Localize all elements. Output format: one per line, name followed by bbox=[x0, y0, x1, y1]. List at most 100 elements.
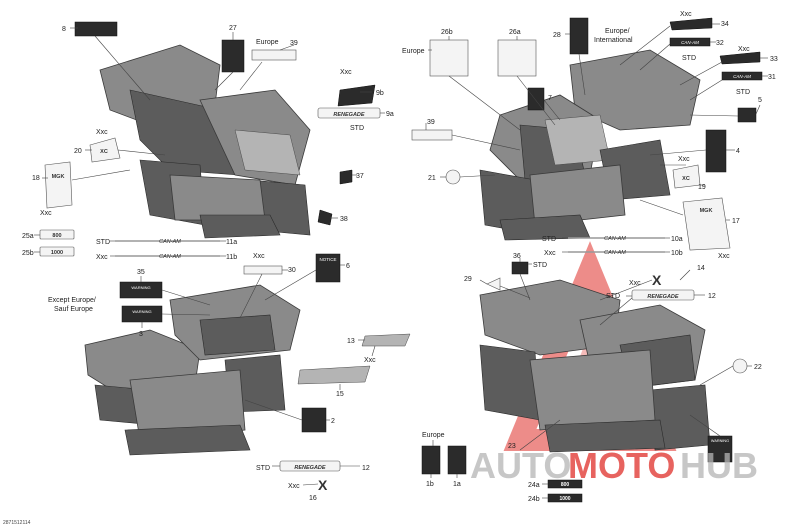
callout-label: STD bbox=[533, 262, 547, 269]
callout-label: 17 bbox=[732, 218, 740, 225]
callout-label: Except Europe/ bbox=[48, 297, 96, 304]
callout-label: 7 bbox=[548, 95, 552, 102]
callout-label: 24b bbox=[528, 496, 540, 503]
callout-label: STD bbox=[736, 89, 750, 96]
callout-label: 10b bbox=[671, 250, 683, 257]
callout-label: 37 bbox=[356, 173, 364, 180]
decal-38 bbox=[317, 209, 333, 226]
decal-11a-text: CAN-AM bbox=[159, 239, 181, 245]
callout-label: Xxc bbox=[364, 357, 376, 364]
decal-10a: CAN-AM bbox=[568, 236, 665, 242]
callout-label: 39 bbox=[290, 40, 298, 47]
callout-label: Xxc bbox=[629, 280, 641, 287]
decal-3-text: WARNING bbox=[132, 309, 151, 314]
atv-top-left bbox=[99, 44, 311, 239]
callout-label: 21 bbox=[428, 175, 436, 182]
decal-31-text: CAN-AM bbox=[733, 74, 751, 79]
decal-28 bbox=[569, 17, 589, 55]
callout-label: Xxc bbox=[288, 483, 300, 490]
callout-label: 34 bbox=[721, 21, 729, 28]
decal-25a-text: 800 bbox=[52, 233, 61, 239]
decal-21 bbox=[445, 169, 461, 185]
callout-label: STD bbox=[256, 465, 270, 472]
decal-25b: 1000 bbox=[39, 246, 75, 257]
callout-label: 31 bbox=[768, 74, 776, 81]
decal-24b-text: 1000 bbox=[559, 496, 570, 502]
callout-label: 13 bbox=[347, 338, 355, 345]
decal-25a: 800 bbox=[39, 229, 75, 240]
decal-19: XC bbox=[672, 164, 701, 189]
decal-8 bbox=[74, 21, 118, 37]
callout-label: 12 bbox=[362, 465, 370, 472]
decal-37 bbox=[339, 169, 353, 185]
callout-label: 1a bbox=[453, 481, 461, 488]
callout-label: 6 bbox=[346, 263, 350, 270]
callout-label: 26b bbox=[441, 29, 453, 36]
decal-9a: RENEGADE bbox=[317, 107, 381, 119]
decal-39-top bbox=[251, 49, 297, 61]
callout-label: 14 bbox=[697, 265, 705, 272]
callout-label: 29 bbox=[464, 276, 472, 283]
callout-label: 18 bbox=[32, 175, 40, 182]
callout-label: 19 bbox=[698, 184, 706, 191]
callout-label: 33 bbox=[770, 56, 778, 63]
decal-5 bbox=[737, 107, 757, 123]
callout-label: 25a bbox=[22, 233, 34, 240]
decal-19-text: XC bbox=[682, 176, 690, 182]
leader-lines bbox=[34, 23, 768, 499]
callout-label: Europe/ bbox=[605, 28, 630, 35]
decal-2 bbox=[301, 407, 327, 433]
callout-label: 39 bbox=[427, 119, 435, 126]
decal-39-right bbox=[411, 129, 453, 141]
decal-6-text: NOTICE bbox=[319, 257, 336, 262]
callout-label: 1b bbox=[426, 481, 434, 488]
footer-code: 2871512114 bbox=[3, 520, 31, 526]
callout-label: Xxc bbox=[718, 253, 730, 260]
atv-bottom-left bbox=[84, 284, 301, 456]
callout-label: Xxc bbox=[738, 46, 750, 53]
decal-34 bbox=[669, 17, 713, 31]
atv-top-right bbox=[479, 49, 701, 241]
decal-10a-text: CAN-AM bbox=[604, 236, 626, 242]
callout-label: STD bbox=[96, 239, 110, 246]
callout-label: 11b bbox=[226, 254, 237, 261]
decal-17-text: MGK bbox=[700, 208, 713, 214]
decal-12-left: RENEGADE bbox=[279, 460, 341, 472]
decal-12-left-text: RENEGADE bbox=[294, 465, 326, 471]
callout-label: 26a bbox=[509, 29, 521, 36]
decal-17: MGK bbox=[682, 197, 731, 251]
callout-label: 9a bbox=[386, 111, 394, 118]
callout-label: Xxc bbox=[678, 156, 690, 163]
callout-label: 9b bbox=[376, 90, 384, 97]
callout-label: 38 bbox=[340, 216, 348, 223]
decal-11a: CAN-AM bbox=[115, 239, 220, 245]
callout-label: STD bbox=[682, 55, 696, 62]
watermark-middle: MOTO bbox=[568, 445, 675, 486]
decal-22 bbox=[732, 358, 748, 374]
callout-label: 10a bbox=[671, 236, 683, 243]
decal-3: WARNING bbox=[121, 305, 163, 323]
decal-12-right: RENEGADE bbox=[631, 289, 695, 301]
decal-4 bbox=[705, 129, 727, 173]
decal-32: CAN-AM bbox=[669, 37, 711, 47]
decal-11b: CAN-AM bbox=[115, 254, 220, 260]
decal-13 bbox=[361, 333, 411, 347]
decal-15 bbox=[297, 365, 371, 385]
decal-32-text: CAN-AM bbox=[681, 40, 699, 45]
callout-label: 2 bbox=[331, 418, 335, 425]
callout-label: 23 bbox=[508, 443, 516, 450]
decal-9a-text: RENEGADE bbox=[333, 112, 365, 118]
callout-label: 25b bbox=[22, 250, 34, 257]
decal-26a bbox=[497, 39, 537, 77]
decal-35: WARNING bbox=[119, 281, 163, 299]
callout-label: International bbox=[594, 37, 633, 44]
decal-30 bbox=[243, 265, 283, 275]
decal-25b-text: 1000 bbox=[51, 250, 63, 256]
watermark-suffix: HUB bbox=[680, 445, 758, 486]
decal-29 bbox=[486, 277, 501, 291]
callout-label: 5 bbox=[758, 97, 762, 104]
decal-24b: 1000 bbox=[547, 493, 583, 503]
decal-27 bbox=[221, 39, 245, 73]
decal-20-text: XC bbox=[100, 149, 108, 155]
callout-label: 4 bbox=[736, 148, 740, 155]
